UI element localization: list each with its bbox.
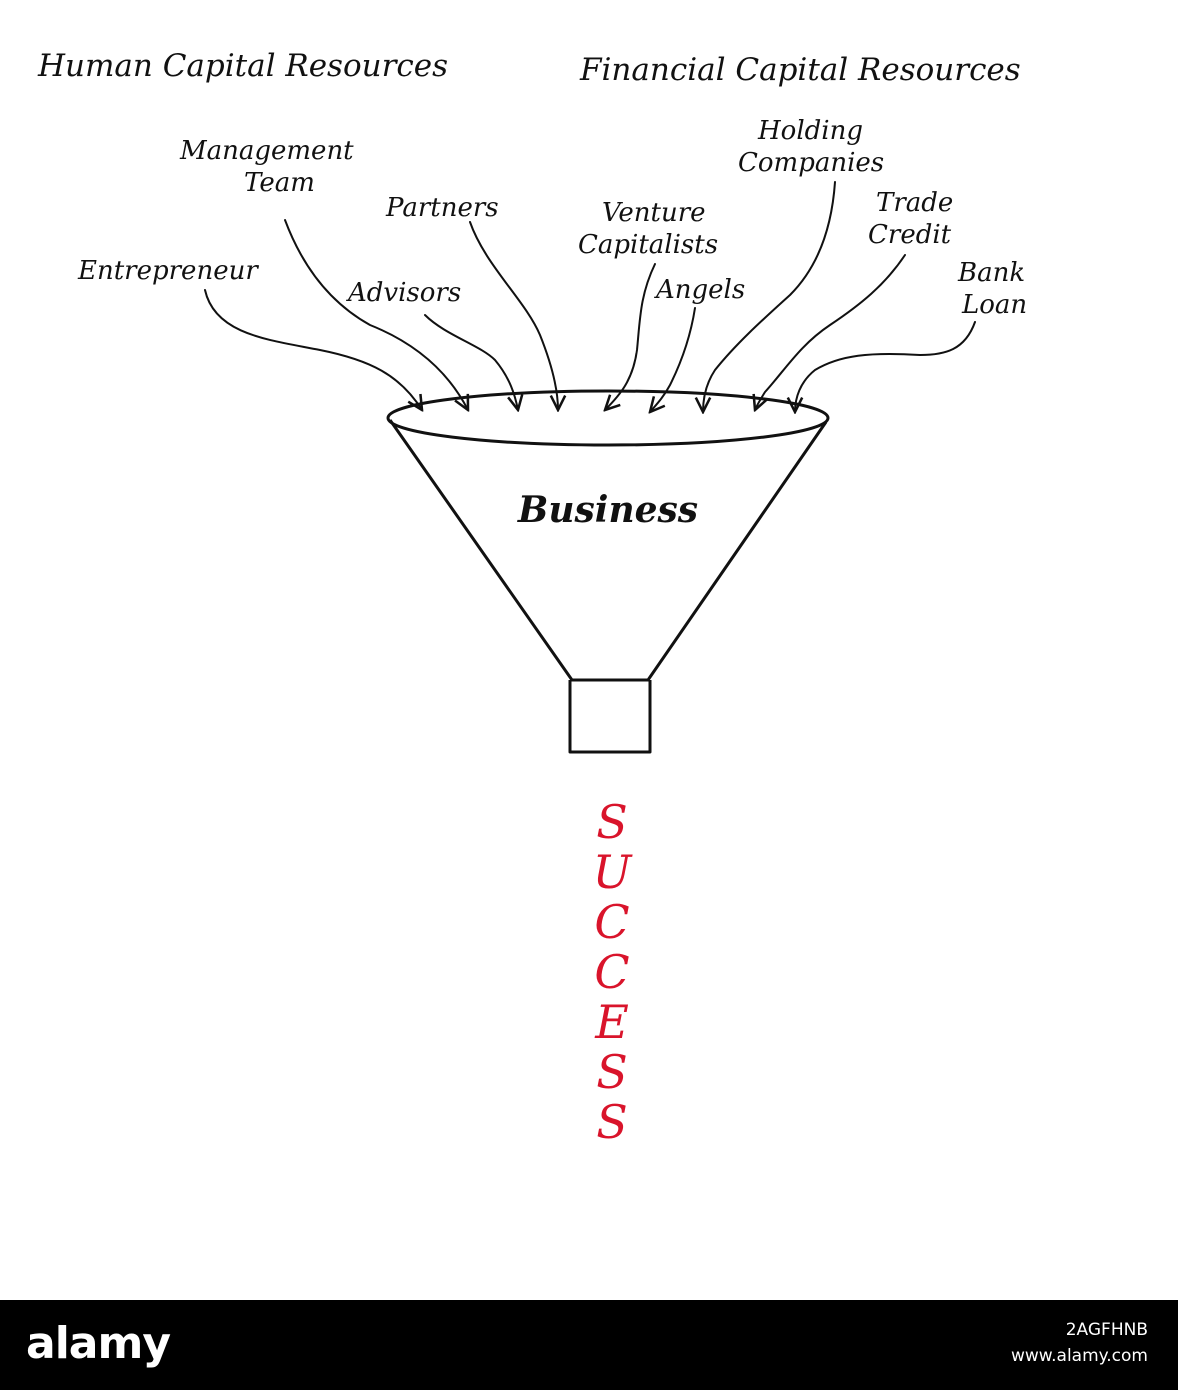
arrow-trade-credit (755, 254, 906, 410)
arrow-bank-loan (795, 321, 976, 412)
outcome-letter: E (594, 995, 629, 1049)
funnel-label: Business (517, 489, 698, 531)
label-venture-line2: Capitalists (578, 230, 718, 260)
arrow-management-team (284, 219, 468, 410)
funnel-diagram: Human Capital Resources Financial Capita… (37, 48, 1027, 1149)
arrow-entrepreneur (204, 289, 422, 410)
arrow-partners (469, 221, 558, 410)
arrow-holding-companies (703, 181, 836, 412)
funnel-spout (568, 678, 652, 754)
label-holding-line1: Holding (757, 116, 863, 146)
financial-capital-header: Financial Capital Resources (579, 52, 1021, 88)
label-management-line2: Team (244, 168, 315, 198)
outcome-letter: U (593, 845, 634, 899)
label-bank-line2: Loan (961, 290, 1027, 320)
outcome-letter: C (594, 895, 629, 949)
human-capital-header: Human Capital Resources (37, 48, 448, 84)
funnel-cone (388, 419, 828, 681)
label-venture-line1: Venture (602, 198, 706, 228)
label-partners: Partners (385, 193, 499, 223)
label-trade-line1: Trade (876, 188, 953, 218)
label-entrepreneur: Entrepreneur (77, 256, 259, 286)
label-advisors: Advisors (346, 278, 461, 308)
label-holding-line2: Companies (738, 148, 884, 178)
label-angels: Angels (654, 275, 745, 305)
label-management-line1: Management (179, 136, 354, 166)
watermark-footer: alamy 2AGFHNB www.alamy.com (0, 1300, 1178, 1390)
outcome-letter: C (594, 945, 629, 999)
outcome-label: S U C C E S S (593, 795, 634, 1149)
arrow-angels (650, 307, 696, 412)
outcome-letter: S (596, 1045, 628, 1099)
label-bank-line1: Bank (957, 258, 1025, 288)
arrow-venture-capitalists (605, 263, 656, 410)
image-id: 2AGFHNB (1065, 1320, 1148, 1340)
label-trade-line2: Credit (868, 220, 952, 250)
outcome-letter: S (596, 1095, 628, 1149)
funnel-rim (386, 389, 830, 447)
alamy-logo: alamy (26, 1318, 171, 1369)
outcome-letter: S (596, 795, 628, 849)
site-url: www.alamy.com (1010, 1346, 1148, 1366)
